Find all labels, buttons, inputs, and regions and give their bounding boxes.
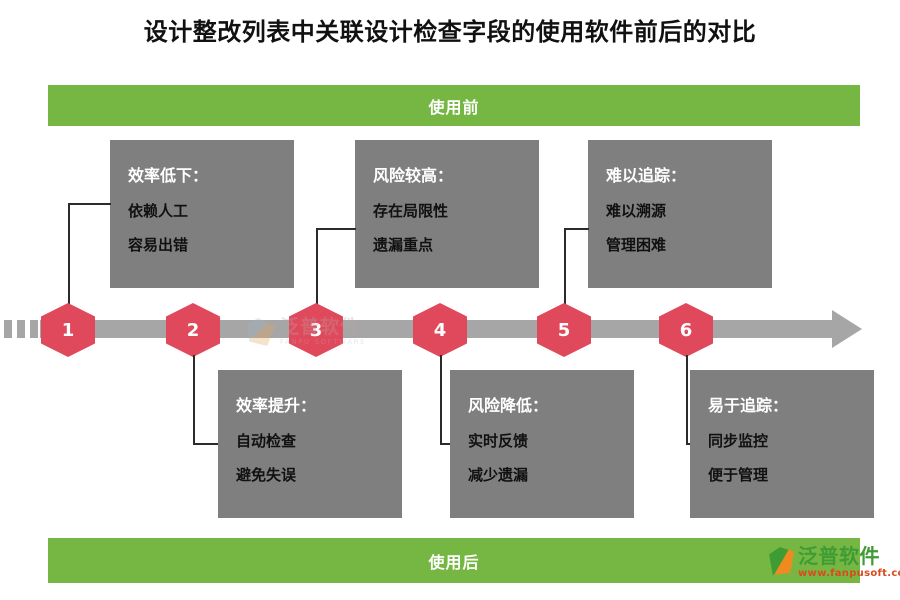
after-box-2-heading: 风险降低：	[468, 396, 549, 415]
timeline-marker-2[interactable]: 2	[166, 303, 220, 357]
timeline-dash-left-3	[30, 320, 38, 338]
timeline-marker-6[interactable]: 6	[659, 303, 713, 357]
timeline-marker-4-label: 4	[433, 319, 447, 341]
before-box-3-heading: 难以追踪：	[606, 166, 687, 185]
before-box-1-heading: 效率低下：	[128, 166, 209, 185]
page-title: 设计整改列表中关联设计检查字段的使用软件前后的对比	[143, 18, 757, 46]
connector-after-1-horizontal	[193, 443, 219, 445]
hexagon-icon: 2	[166, 303, 220, 357]
logo-website: www.fanpusoft.com	[798, 568, 900, 579]
connector-before-1-horizontal	[68, 203, 111, 205]
hexagon-icon: 1	[41, 303, 95, 357]
timeline-dash-right-1	[805, 320, 819, 338]
timeline-marker-1-label: 1	[61, 319, 75, 341]
timeline-marker-1[interactable]: 1	[41, 303, 95, 357]
before-box-1-line-2: 容易出错	[128, 236, 189, 254]
after-box-2-line-1: 实时反馈	[468, 432, 529, 450]
before-box-2: 风险较高： 存在局限性 遗漏重点	[355, 140, 539, 288]
before-box-3-line-2: 管理困难	[606, 236, 667, 254]
hexagon-icon: 3	[289, 303, 343, 357]
after-box-1: 效率提升： 自动检查 避免失误	[218, 370, 402, 518]
after-box-3-line-1: 同步监控	[708, 432, 769, 450]
before-box-1-line-1: 依赖人工	[128, 202, 189, 220]
before-box-2-line-2: 遗漏重点	[373, 236, 434, 254]
connector-before-3-horizontal	[564, 228, 589, 230]
timeline-arrow-head-icon	[832, 310, 862, 348]
connector-before-2-vertical	[316, 228, 318, 305]
hexagon-icon: 4	[413, 303, 467, 357]
after-box-3-heading: 易于追踪：	[708, 396, 789, 415]
timeline-marker-3[interactable]: 3	[289, 303, 343, 357]
before-box-1: 效率低下： 依赖人工 容易出错	[110, 140, 294, 288]
banner-before-label: 使用前	[428, 97, 480, 117]
after-box-1-heading: 效率提升：	[236, 396, 317, 415]
timeline-marker-5-label: 5	[557, 319, 571, 341]
before-box-2-line-1: 存在局限性	[373, 202, 449, 220]
after-box-2-line-2: 减少遗漏	[468, 466, 529, 484]
after-box-1-line-2: 避免失误	[236, 466, 297, 484]
logo-leaf-icon	[769, 547, 794, 575]
connector-before-1-vertical	[68, 203, 70, 305]
connector-after-2-vertical	[440, 355, 442, 443]
banner-after: 使用后	[48, 538, 860, 583]
timeline-marker-4[interactable]: 4	[413, 303, 467, 357]
connector-before-3-vertical	[564, 228, 566, 305]
after-box-3-line-2: 便于管理	[708, 466, 769, 484]
timeline-marker-3-label: 3	[309, 319, 323, 341]
company-logo: 泛普软件 www.fanpusoft.com	[768, 546, 900, 579]
before-box-3-line-1: 难以溯源	[606, 202, 667, 220]
after-box-2: 风险降低： 实时反馈 减少遗漏	[450, 370, 634, 518]
connector-after-1-vertical	[193, 355, 195, 443]
after-box-1-line-1: 自动检查	[236, 432, 297, 450]
timeline-dash-left-2	[17, 320, 25, 338]
connector-after-3-horizontal	[686, 443, 691, 445]
timeline-dash-left-1	[4, 320, 12, 338]
after-box-3: 易于追踪： 同步监控 便于管理	[690, 370, 874, 518]
timeline-marker-6-label: 6	[679, 319, 693, 341]
connector-after-2-horizontal	[440, 443, 451, 445]
logo-brand-cn: 泛普软件	[798, 544, 880, 568]
timeline-marker-5[interactable]: 5	[537, 303, 591, 357]
hexagon-icon: 5	[537, 303, 591, 357]
banner-before: 使用前	[48, 85, 860, 126]
before-box-2-heading: 风险较高：	[373, 166, 454, 185]
connector-before-2-horizontal	[316, 228, 356, 230]
banner-after-label: 使用后	[428, 552, 480, 572]
timeline-marker-2-label: 2	[186, 319, 200, 341]
before-box-3: 难以追踪： 难以溯源 管理困难	[588, 140, 772, 288]
timeline-dash-right-2	[823, 320, 830, 338]
hexagon-icon: 6	[659, 303, 713, 357]
connector-after-3-vertical	[686, 355, 688, 443]
